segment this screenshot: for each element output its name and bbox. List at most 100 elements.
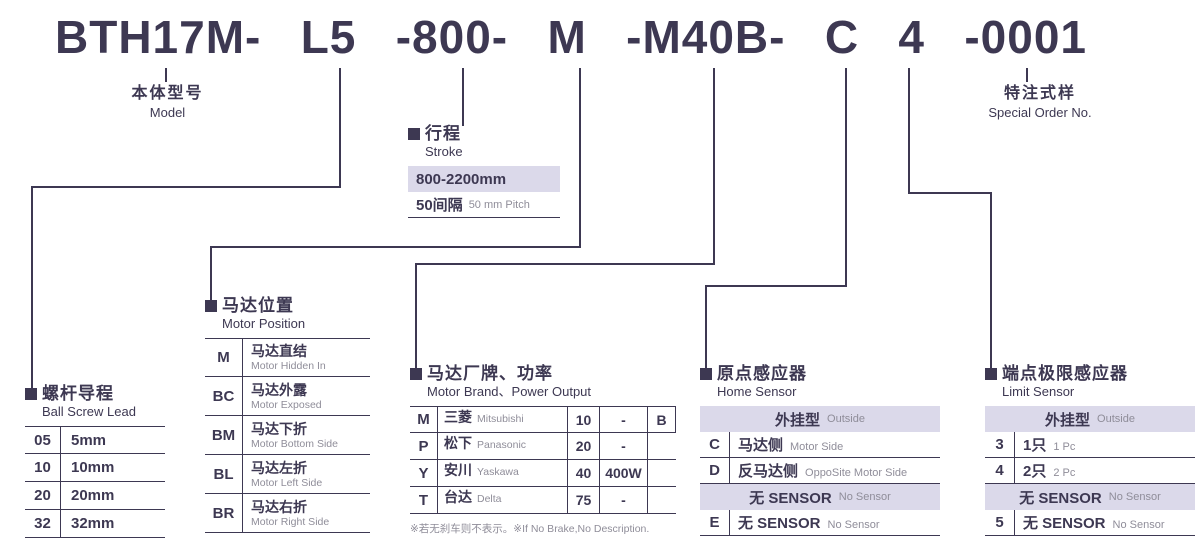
power-code: 40 xyxy=(568,460,600,486)
power-code: 10 xyxy=(568,407,600,432)
sensor-value: 无 SENSOR No Sensor xyxy=(1015,512,1165,533)
brand-name: 安川 Yaskawa xyxy=(438,460,568,486)
table-row: D 反马达侧 OppoSite Motor Side xyxy=(700,458,940,484)
connector-line xyxy=(210,246,581,248)
sensor-code: 3 xyxy=(985,432,1015,457)
connector-line xyxy=(579,68,581,248)
stroke-title: 行程 xyxy=(408,124,560,144)
table-row: Y 安川 Yaskawa 40 400W xyxy=(410,460,676,487)
brand-name: 三菱 Mitsubishi xyxy=(438,407,568,432)
sensor-value-en: 1 Pc xyxy=(1053,441,1076,453)
table-row: BC 马达外露 Motor Exposed xyxy=(205,377,370,416)
position-value-zh: 马达下折 xyxy=(251,420,307,437)
connector-line xyxy=(462,68,464,126)
stroke-pitch-zh: 50间隔 xyxy=(416,197,463,214)
connector-line xyxy=(908,192,992,194)
special-order-label-zh: 特注式样 xyxy=(1003,85,1076,102)
lead-value: 32mm xyxy=(71,515,115,532)
motor-brand-title-zh: 马达厂牌、功率 xyxy=(427,364,553,383)
connector-line xyxy=(31,186,33,388)
sensor-code: 5 xyxy=(985,510,1015,535)
brand-name-zh: 三菱 xyxy=(444,409,472,425)
position-value-zh: 马达直结 xyxy=(251,343,307,359)
bullet-icon xyxy=(408,128,420,140)
connector-line xyxy=(845,68,847,287)
position-code: BM xyxy=(205,416,243,454)
table-row: 3 1只 1 Pc xyxy=(985,432,1195,458)
sensor-value: 反马达侧 OppoSite Motor Side xyxy=(730,460,907,481)
home-sensor-block: 原点感应器 Home Sensor 外挂型 Outside C 马达侧 Moto… xyxy=(700,364,940,536)
sensor-value-zh: 1只 xyxy=(1023,437,1047,454)
brand-code: Y xyxy=(410,460,438,486)
lead-code: 32 xyxy=(25,510,61,537)
table-row: P 松下 Panasonic 20 - xyxy=(410,433,676,460)
limit-sensor-table: 外挂型 Outside 3 1只 1 Pc 4 2只 2 Pc 无 SENSOR… xyxy=(985,406,1195,536)
sensor-group-zh: 外挂型 xyxy=(1045,411,1091,429)
connector-line xyxy=(713,68,715,265)
position-value-en: Motor Hidden In xyxy=(251,360,326,372)
model-code-segment-lead: L5 xyxy=(300,11,357,63)
sensor-group-header: 无 SENSOR No Sensor xyxy=(985,484,1195,510)
motor-brand-title-en: Motor Brand、Power Output xyxy=(427,384,592,399)
brake-footnote: ※若无刹车则不表示。※If No Brake,No Description. xyxy=(410,523,650,535)
ball-screw-title-zh: 螺杆导程 xyxy=(42,384,114,403)
power-code: 20 xyxy=(568,433,600,459)
table-row: M 马达直结 Motor Hidden In xyxy=(205,338,370,377)
power-value: - xyxy=(600,407,648,432)
position-value-zh: 马达外露 xyxy=(251,381,307,398)
bullet-icon xyxy=(985,368,997,380)
brand-name-en: Delta xyxy=(477,493,502,505)
position-code: BC xyxy=(205,377,243,415)
power-value: 400W xyxy=(600,460,648,486)
position-value-en: Motor Bottom Side xyxy=(251,437,338,450)
position-value: 马达直结 Motor Hidden In xyxy=(243,339,370,376)
brand-code: M xyxy=(410,407,438,432)
limit-sensor-title-en: Limit Sensor xyxy=(1002,384,1075,399)
table-row: E 无 SENSOR No Sensor xyxy=(700,510,940,536)
connector-line xyxy=(990,192,992,368)
bullet-icon xyxy=(205,300,217,312)
ball-screw-title: 螺杆导程 xyxy=(25,384,165,404)
motor-position-title-zh: 马达位置 xyxy=(222,296,294,315)
connector-line xyxy=(908,68,910,194)
special-order-label-en: Special Order No. xyxy=(988,105,1092,120)
model-label-en: Model xyxy=(149,105,186,120)
position-value: 马达外露 Motor Exposed xyxy=(243,377,370,415)
power-value: - xyxy=(600,433,648,459)
lead-code: 05 xyxy=(25,427,61,453)
ball-screw-lead-block: 螺杆导程 Ball Screw Lead 05 5mm 10 10mm 20 2… xyxy=(25,384,165,538)
motor-position-block: 马达位置 Motor Position M 马达直结 Motor Hidden … xyxy=(205,296,370,533)
model-code-segment-motor-position: M xyxy=(547,11,587,63)
model-code-segment-stroke: -800- xyxy=(395,11,509,63)
home-sensor-title-en: Home Sensor xyxy=(717,384,797,399)
sensor-value-en: No Sensor xyxy=(1112,519,1165,531)
table-row: 5 无 SENSOR No Sensor xyxy=(985,510,1195,536)
table-row: 4 2只 2 Pc xyxy=(985,458,1195,484)
brand-code: P xyxy=(410,433,438,459)
connector-line xyxy=(415,263,417,368)
sensor-value: 马达侧 Motor Side xyxy=(730,434,843,455)
model-code-segment-motor-brand: -M40B- xyxy=(626,11,786,63)
limit-sensor-title: 端点极限感应器 xyxy=(985,364,1195,384)
brand-code: T xyxy=(410,487,438,513)
lead-value: 10mm xyxy=(71,459,115,476)
sensor-group-en: No Sensor xyxy=(1108,491,1161,503)
brand-name-zh: 安川 xyxy=(444,462,472,478)
motor-position-title: 马达位置 xyxy=(205,296,370,316)
sensor-code: D xyxy=(700,458,730,483)
connector-line xyxy=(1026,68,1028,82)
sensor-group-header: 外挂型 Outside xyxy=(700,406,940,432)
model-code-segment-home-sensor: C xyxy=(824,11,860,63)
connector-line xyxy=(339,68,341,188)
motor-position-title-en: Motor Position xyxy=(222,316,306,331)
ball-screw-title-en: Ball Screw Lead xyxy=(42,404,136,419)
connector-line xyxy=(210,246,212,302)
bullet-icon xyxy=(700,368,712,380)
ball-screw-table: 05 5mm 10 10mm 20 20mm 32 32mm xyxy=(25,426,165,538)
stroke-title-en: Stroke xyxy=(425,144,463,159)
motor-brand-block: 马达厂牌、功率 Motor Brand、Power Output M 三菱 Mi… xyxy=(410,364,690,536)
brand-name-en: Mitsubishi xyxy=(477,413,524,425)
lead-value: 5mm xyxy=(71,431,107,449)
brand-name-en: Panasonic xyxy=(477,439,527,451)
